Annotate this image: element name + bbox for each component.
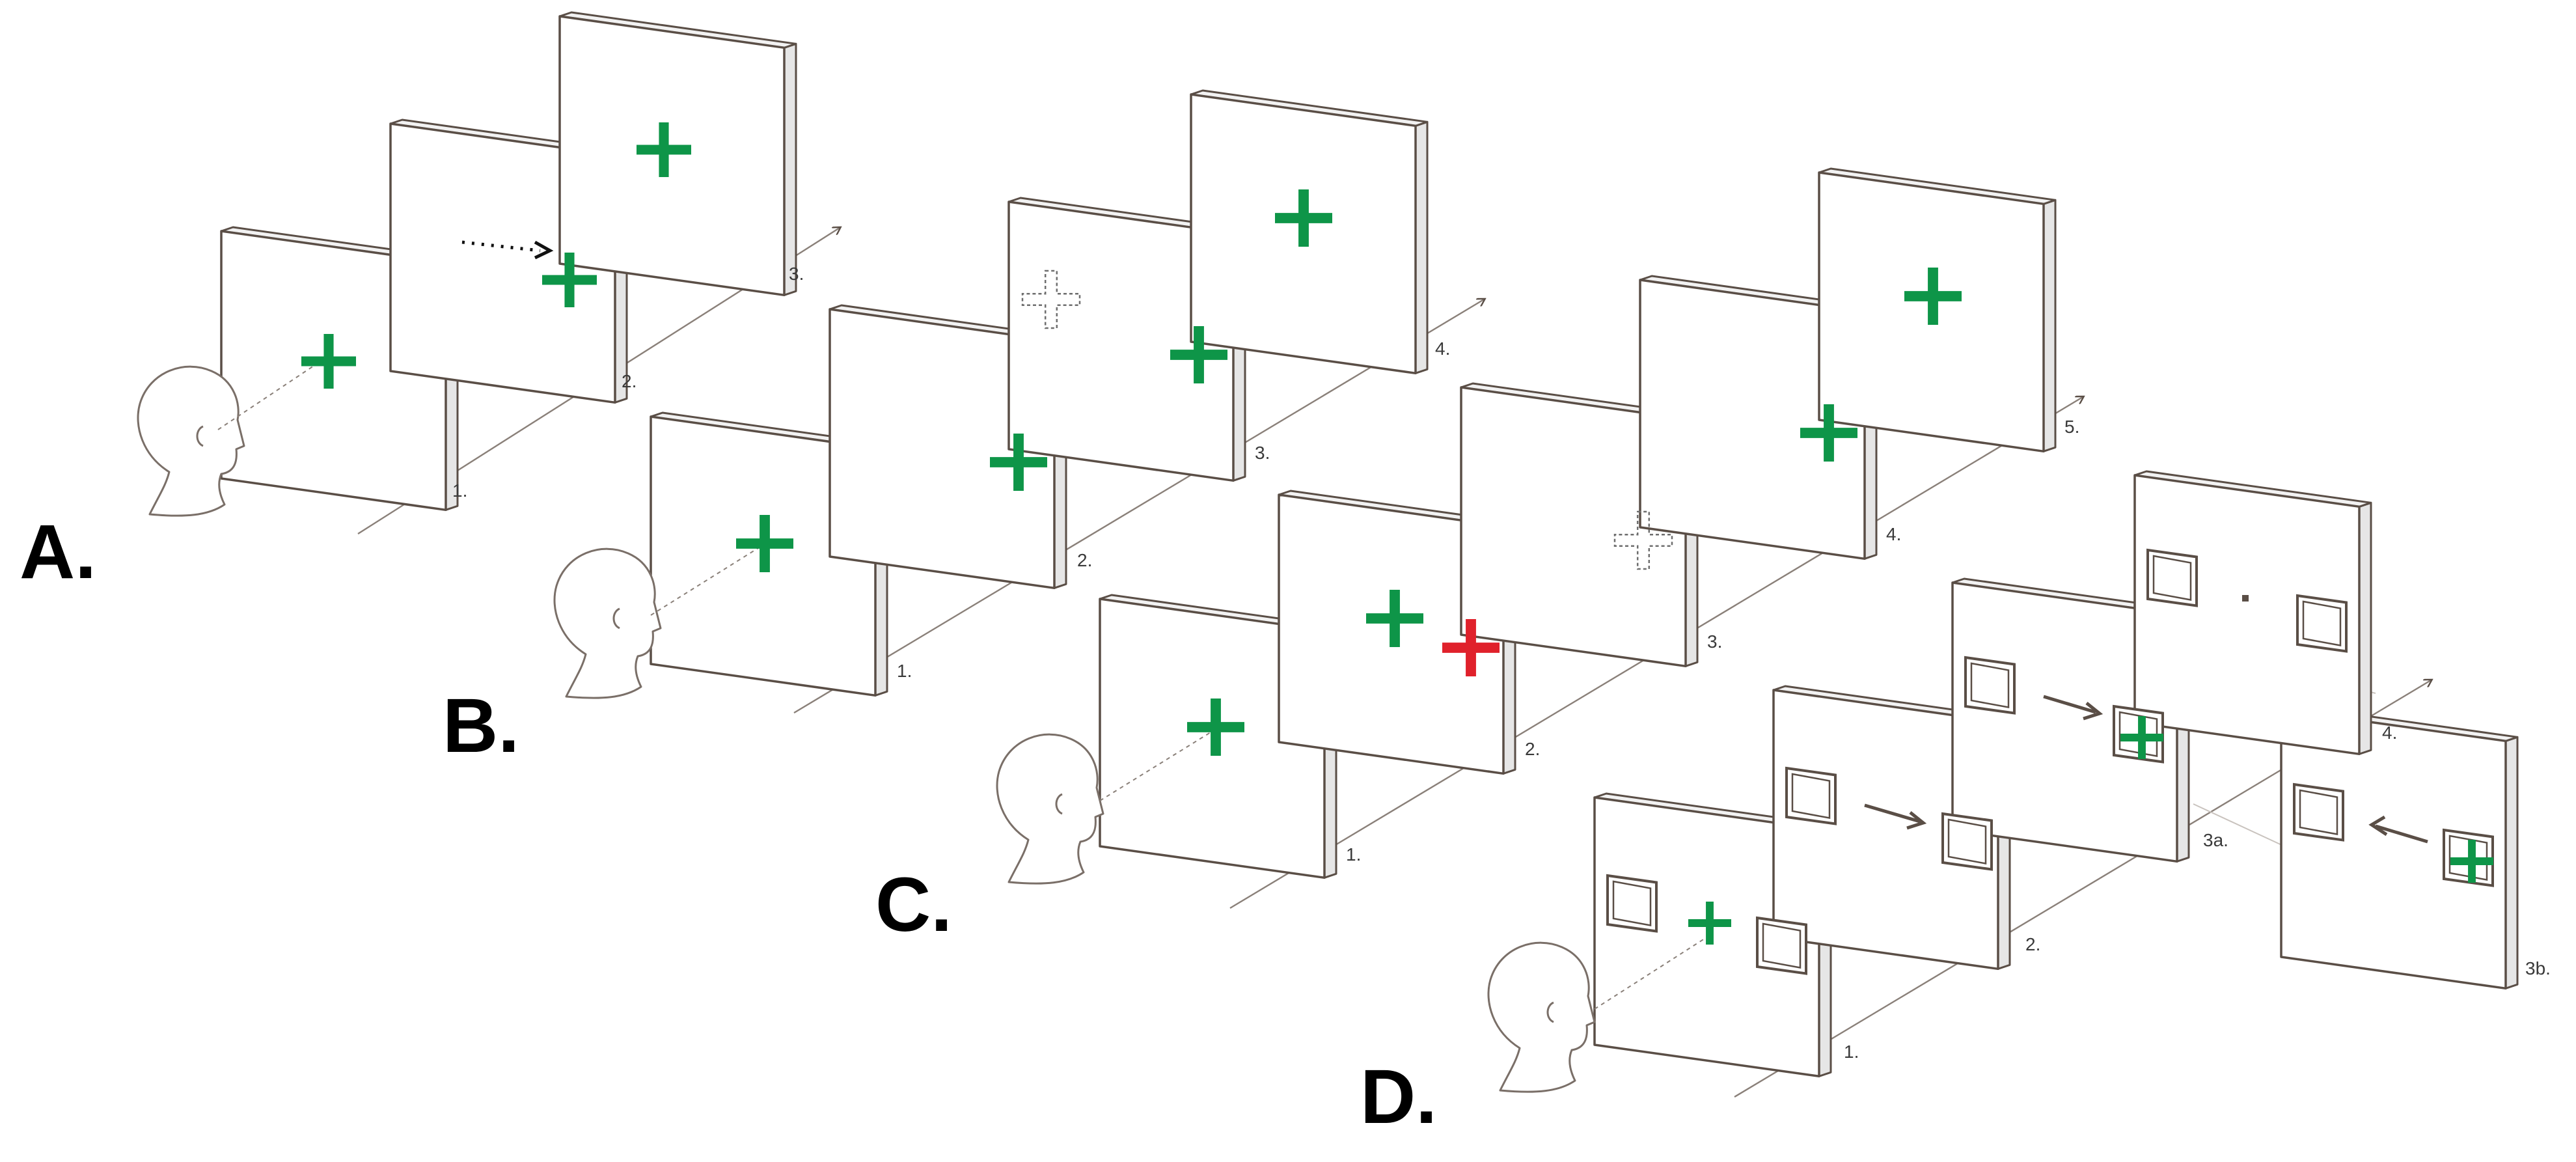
- screen-a3: [558, 11, 797, 297]
- target-cross: [301, 334, 356, 389]
- panel-label-d: D.: [1360, 1054, 1437, 1140]
- target-cross: [1366, 590, 1423, 647]
- step-label-3: 3.: [789, 264, 804, 284]
- panel-label-c: C.: [875, 862, 952, 948]
- target-cross: [1170, 326, 1227, 383]
- panel-label-b: B.: [443, 683, 519, 769]
- fixation-dot: [2242, 595, 2249, 602]
- placeholder-box-right: [1756, 916, 1807, 975]
- panel-c: 1. 2. 3. 4. 5. C.: [875, 167, 2083, 948]
- remembered-cross-outline: [1021, 270, 1081, 329]
- arrowhead-icon: [2083, 702, 2103, 721]
- panel-b: 1. 2. 3. 4. B.: [443, 89, 1484, 769]
- step-label-5: 5.: [2064, 417, 2079, 437]
- arrowhead-icon: [534, 240, 554, 260]
- target-cross: [2450, 840, 2493, 883]
- gaze-line: [217, 357, 326, 430]
- cue-arrow: [2043, 695, 2096, 714]
- screen-c4: [1639, 275, 1878, 560]
- head-b: [553, 547, 662, 699]
- placeholder-box-right: [1941, 812, 1993, 871]
- step-label-1: 1.: [897, 661, 912, 681]
- target-cross: [1275, 189, 1332, 247]
- step-label-2: 2.: [1077, 550, 1092, 570]
- screen-d3a: [1951, 577, 2190, 863]
- target-cross: [990, 434, 1047, 491]
- step-label-2: 2.: [1525, 739, 1540, 759]
- panel-label-a: A.: [20, 509, 96, 595]
- step-label-3: 3.: [1707, 631, 1722, 652]
- screen-b4: [1190, 89, 1429, 375]
- step-label-1: 1.: [1346, 844, 1361, 865]
- time-axis: [793, 299, 1484, 714]
- target-cross: [637, 122, 691, 177]
- head-c: [996, 733, 1104, 885]
- target-cross: [1187, 699, 1244, 756]
- step-label-1: 1.: [452, 480, 467, 501]
- head-a: [137, 365, 245, 517]
- target-cross: [542, 253, 597, 307]
- screen-d4: [2133, 470, 2372, 756]
- gaze-line: [1099, 732, 1211, 801]
- step-label-3b: 3b.: [2525, 958, 2551, 978]
- dotted-motion-arrow: [461, 240, 541, 253]
- cue-arrow: [2375, 824, 2428, 844]
- branch-line: [2193, 803, 2285, 847]
- target-cross: [736, 515, 793, 572]
- cue-arrow: [1864, 803, 1921, 823]
- step-label-2: 2.: [2025, 934, 2040, 954]
- remembered-cross-outline: [1613, 510, 1673, 570]
- distractor-cross: [1442, 619, 1500, 676]
- placeholder-box-left: [1785, 766, 1837, 825]
- head-d: [1487, 941, 1596, 1093]
- target-cross: [1904, 268, 1962, 325]
- placeholder-box-left: [1606, 874, 1658, 933]
- arrowhead-icon: [1906, 811, 1927, 830]
- placeholder-box-left: [2293, 782, 2344, 842]
- step-label-1: 1.: [1844, 1042, 1859, 1062]
- step-label-3a: 3a.: [2203, 830, 2228, 850]
- fixation-cross: [1688, 902, 1731, 945]
- step-label-3: 3.: [1255, 443, 1270, 463]
- gaze-line: [650, 546, 761, 616]
- target-cross: [1800, 404, 1857, 462]
- step-label-4: 4.: [2382, 723, 2397, 743]
- panel-d: 1. 2. 3a. 3b. 4. D.: [1360, 470, 2551, 1140]
- step-label-4: 4.: [1886, 524, 1901, 544]
- panel-a: 1. 2. 3. A.: [20, 11, 840, 595]
- placeholder-box-left: [2146, 548, 2198, 607]
- step-label-2: 2.: [622, 371, 637, 391]
- target-cross: [2120, 716, 2163, 759]
- arrowhead-icon: [2368, 815, 2388, 837]
- placeholder-box-left: [1964, 656, 2016, 715]
- gaze-line: [1594, 937, 1707, 1010]
- placeholder-box-right: [2296, 594, 2348, 653]
- step-label-4: 4.: [1435, 339, 1450, 359]
